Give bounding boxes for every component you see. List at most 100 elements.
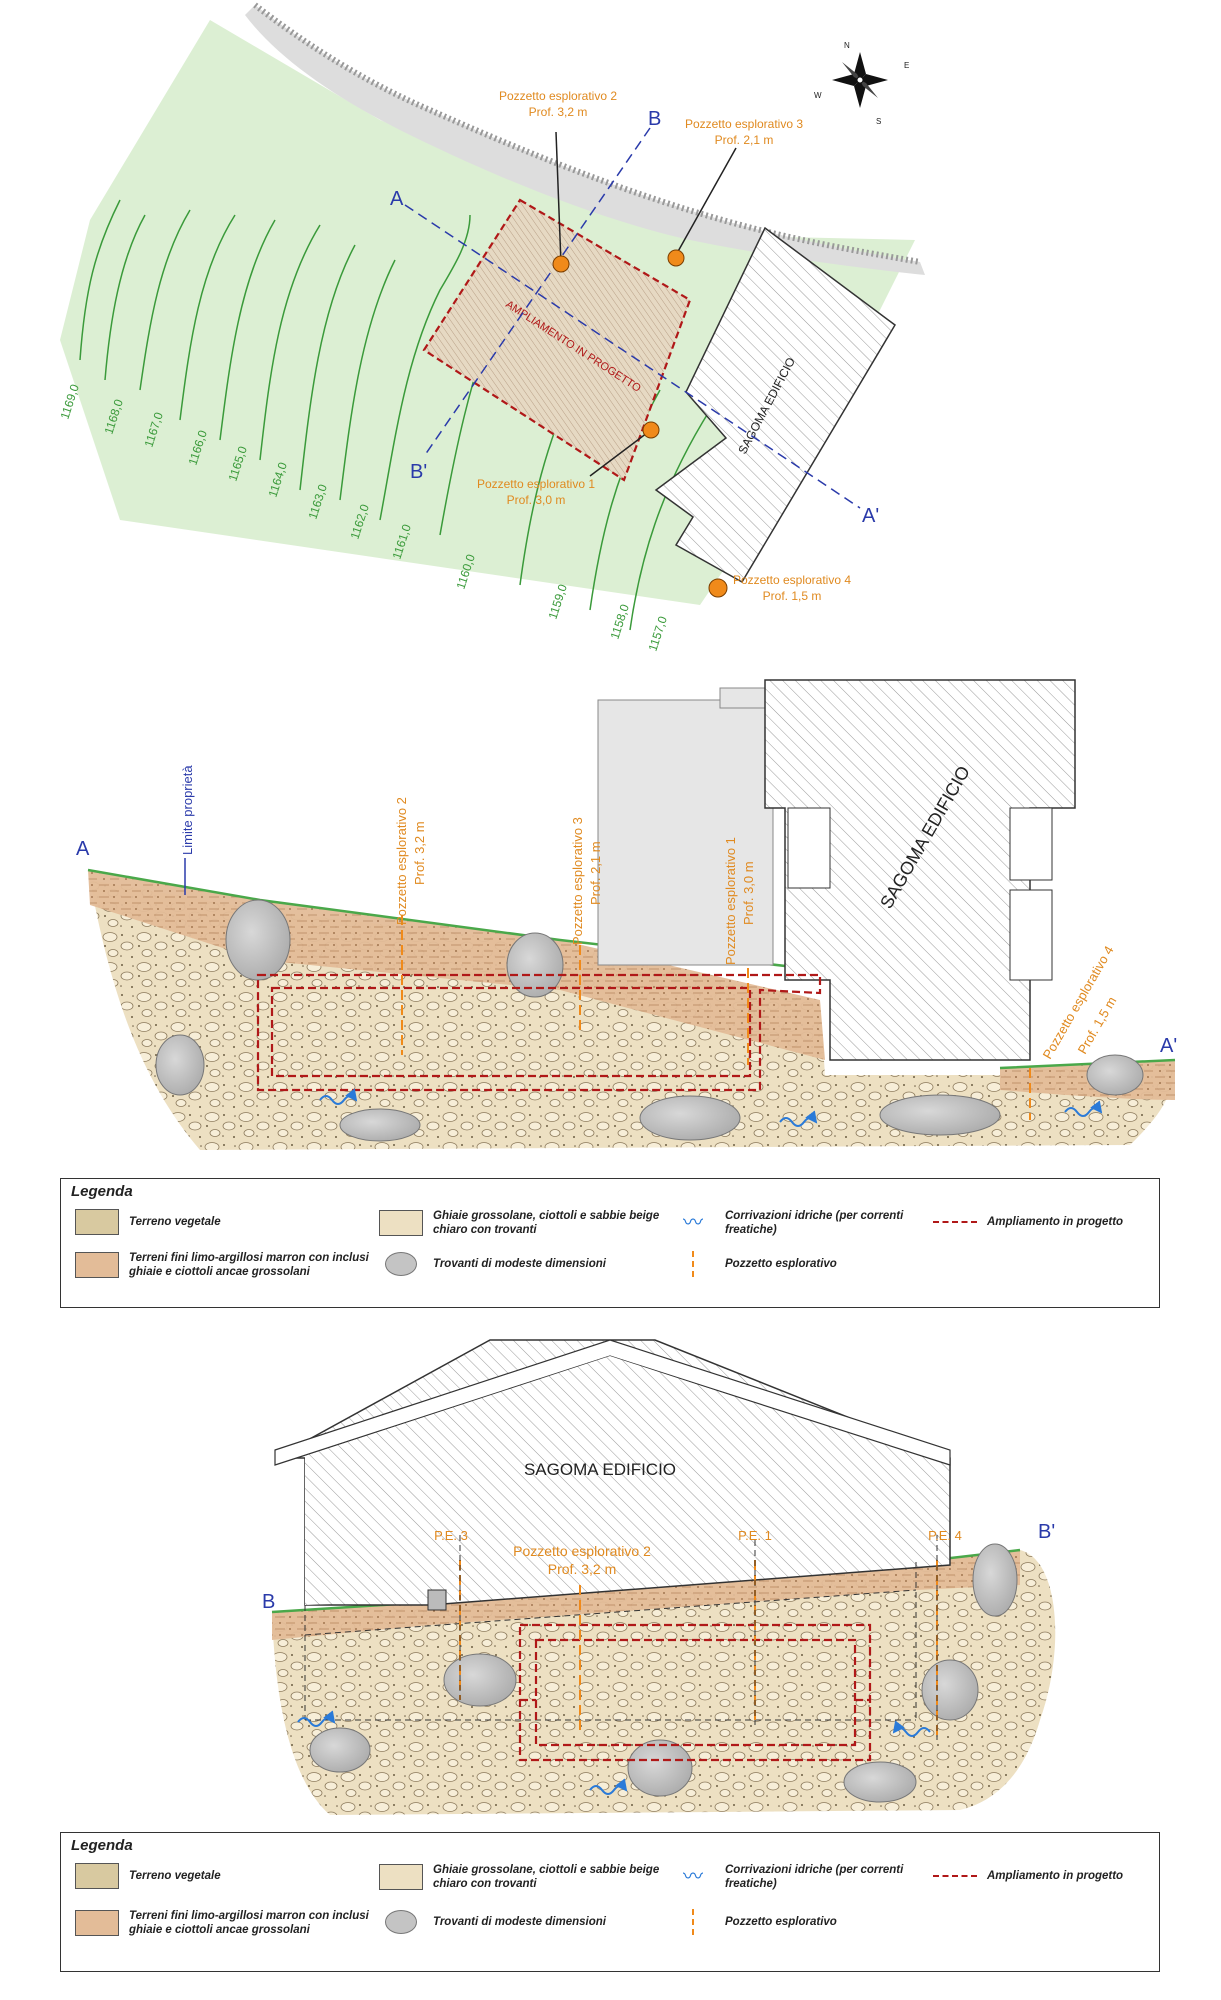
- water-flow-icon: [319, 1088, 1103, 1127]
- water-icon: 〰: [683, 1866, 703, 1888]
- building-footprint: [654, 226, 896, 584]
- pit-swatch: [671, 1251, 715, 1277]
- boulder-swatch: [379, 1251, 423, 1277]
- legend-label: Pozzetto esplorativo: [725, 1258, 837, 1270]
- legend-fine-soil: Terreni fini limo-argillosi marron con i…: [75, 1251, 385, 1279]
- legend-gravel: Ghiaie grossolane, ciottoli e sabbie bei…: [379, 1863, 679, 1891]
- expansion-swatch: [933, 1863, 977, 1889]
- pit-depth-pe2: Prof. 3,2 m: [548, 1561, 616, 1577]
- window-frame: [787, 807, 831, 889]
- building-section: [764, 679, 1076, 1061]
- boulders-aa: [155, 899, 1144, 1142]
- site-plan: 1169,0 1168,0 1167,0 1166,0 1165,0 1164,…: [58, 2, 925, 653]
- pit-marker[interactable]: [667, 249, 685, 267]
- pit-name: Pozzetto esplorativo 4: [733, 573, 851, 587]
- legend-label: Corrivazioni idriche (per correnti freat…: [725, 1210, 904, 1236]
- pits-bb-black: [459, 1535, 938, 1740]
- pit-depth: Prof. 3,2 m: [529, 105, 588, 119]
- compass-w: W: [814, 91, 822, 100]
- compass-e: E: [904, 61, 909, 70]
- legend-topsoil: Terreno vegetale: [75, 1209, 221, 1235]
- gravel-swatch: [379, 1210, 423, 1236]
- compass-rose-icon: N E S W: [814, 41, 909, 126]
- pit-depth: Prof. 3,0 m: [741, 861, 756, 925]
- section-label-b: B: [648, 108, 661, 130]
- gravel-swatch: [379, 1864, 423, 1890]
- section-label-b-prime: B': [1038, 1521, 1055, 1543]
- legend-label: Ampliamento in progetto: [987, 1216, 1124, 1228]
- compass-n: N: [844, 41, 850, 50]
- pit-swatch: [671, 1909, 715, 1935]
- boulder-swatch: [379, 1909, 423, 1935]
- section-label-a-prime: A': [1160, 1035, 1177, 1057]
- legend-label: Pozzetto esplorativo: [725, 1916, 837, 1928]
- legend-expansion: Ampliamento in progetto: [933, 1863, 1123, 1889]
- pit-marker[interactable]: [552, 255, 570, 273]
- legend-title: Legenda: [71, 1183, 133, 1200]
- fine-soil-swatch: [75, 1252, 119, 1278]
- gray-neighbor-building: [597, 699, 774, 966]
- legend-panel: Legenda Terreno vegetale Terreni fini li…: [60, 1832, 1160, 1972]
- pit-depth: Prof. 3,2 m: [412, 821, 427, 885]
- legend-pit: Pozzetto esplorativo: [671, 1251, 837, 1277]
- legend-pit: Pozzetto esplorativo: [671, 1909, 837, 1935]
- legend-label: Trovanti di modeste dimensioni: [433, 1258, 606, 1270]
- pit-label: Pozzetto esplorativo 2: [394, 797, 409, 925]
- legend-label: Corrivazioni idriche (per correnti freat…: [725, 1864, 904, 1890]
- building-roof-hatch: [305, 1356, 916, 1605]
- section-line-bb: [424, 127, 651, 456]
- legend-label: Terreni fini limo-argillosi marron con i…: [129, 1910, 369, 1936]
- pit-label-pe2: Pozzetto esplorativo 2: [513, 1543, 651, 1559]
- section-label-a: A: [76, 838, 90, 860]
- topsoil-swatch: [75, 1863, 119, 1889]
- pits-plan: Pozzetto esplorativo 2 Prof. 3,2 m Pozze…: [477, 89, 851, 603]
- expansion-area: [422, 198, 692, 482]
- pit-label-pe1: P.E. 1: [738, 1528, 772, 1543]
- legend-label: Ampliamento in progetto: [987, 1870, 1124, 1882]
- compass-s: S: [876, 117, 881, 126]
- small-block: [427, 1589, 447, 1611]
- pit-depth: Prof. 2,1 m: [588, 841, 603, 905]
- contour-label: 1157,0: [646, 614, 670, 653]
- legend-label: Trovanti di modeste dimensioni: [433, 1916, 606, 1928]
- contour-label: 1159,0: [546, 582, 570, 621]
- contour-label: 1158,0: [608, 602, 632, 641]
- legend-gravel: Ghiaie grossolane, ciottoli e sabbie bei…: [379, 1209, 679, 1237]
- building-roof-eave: [274, 1339, 951, 1466]
- section-label-b: B: [262, 1591, 275, 1613]
- pit-marker[interactable]: [642, 421, 660, 439]
- section-label-a: A: [390, 188, 404, 210]
- section-aa: SAGOMA EDIFICIO Pozzetto esplorativo 2 P…: [76, 679, 1177, 1150]
- legend-label: Ghiaie grossolane, ciottoli e sabbie bei…: [433, 1210, 660, 1236]
- window-frame: [1009, 889, 1053, 981]
- pit-depth: Prof. 1,5 m: [763, 589, 822, 603]
- property-limit-label: Limite proprietà: [180, 765, 195, 855]
- legend-water: 〰 Corrivazioni idriche (per correnti fre…: [671, 1209, 931, 1237]
- section-bb: SAGOMA EDIFICIO: [262, 1339, 1056, 1815]
- pit-depth: Prof. 2,1 m: [715, 133, 774, 147]
- contour-label: 1169,0: [58, 382, 82, 421]
- pit-label-pe4: P.E. 4: [928, 1528, 962, 1543]
- legend-water: 〰 Corrivazioni idriche (per correnti fre…: [671, 1863, 931, 1891]
- pit-name: Pozzetto esplorativo 2: [499, 89, 617, 103]
- boulders-bb: [309, 1543, 1018, 1803]
- legend-label: Ghiaie grossolane, ciottoli e sabbie bei…: [433, 1864, 660, 1890]
- pit-marker[interactable]: [708, 578, 728, 598]
- water-flow-icon: [297, 1710, 931, 1795]
- legend-expansion: Ampliamento in progetto: [933, 1209, 1123, 1235]
- section-line-aa: [404, 204, 861, 509]
- legend-fine-soil: Terreni fini limo-argillosi marron con i…: [75, 1909, 385, 1937]
- pit-label: Pozzetto esplorativo 3: [570, 817, 585, 945]
- pit-name: Pozzetto esplorativo 1: [477, 477, 595, 491]
- pit-depth: Prof. 3,0 m: [507, 493, 566, 507]
- expansion-outline-aa: [256, 973, 822, 1092]
- section-label-b-prime: B': [410, 461, 427, 483]
- window-frame: [1009, 807, 1053, 881]
- fine-soil-swatch: [75, 1910, 119, 1936]
- section-label-a-prime: A': [862, 505, 879, 527]
- legend-label: Terreno vegetale: [129, 1870, 221, 1882]
- legend-label: Terreno vegetale: [129, 1216, 221, 1228]
- pit-label: Pozzetto esplorativo 1: [723, 837, 738, 965]
- pits-aa: [401, 915, 1031, 1120]
